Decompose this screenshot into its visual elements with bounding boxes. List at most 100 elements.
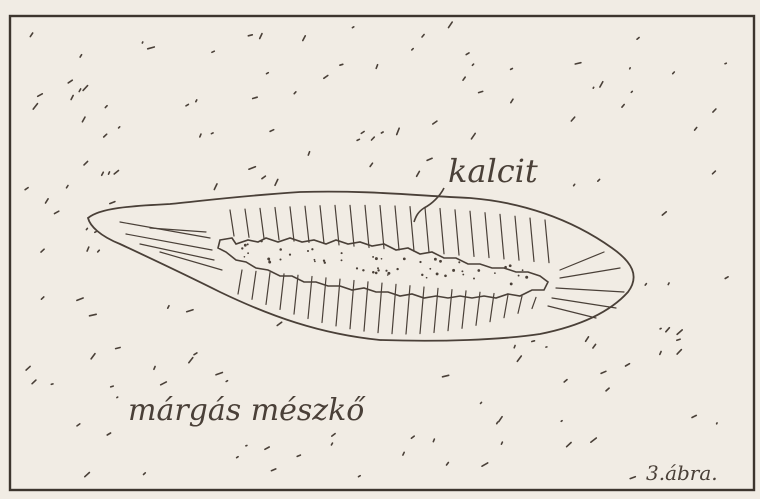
- limestone-speck: [532, 341, 535, 342]
- core-dot: [518, 275, 520, 277]
- limestone-speck: [154, 367, 155, 370]
- limestone-speck: [248, 35, 252, 36]
- core-dot: [268, 261, 271, 264]
- limestone-speck: [645, 284, 646, 286]
- limestone-speck: [357, 139, 359, 140]
- core-dot: [429, 268, 431, 270]
- core-dot: [362, 269, 364, 271]
- core-dot: [458, 261, 460, 263]
- limestone-speck: [412, 49, 413, 50]
- core-dot: [341, 252, 343, 254]
- limestone-speck: [119, 127, 120, 128]
- core-dot: [247, 243, 249, 245]
- core-dot: [244, 256, 246, 258]
- core-dot: [323, 260, 325, 262]
- core-dot: [434, 258, 437, 261]
- core-dot: [372, 271, 375, 274]
- limestone-speck: [196, 100, 197, 102]
- limestone-speck: [86, 228, 87, 229]
- limestone-speck: [111, 386, 114, 387]
- limestone-speck: [497, 422, 498, 424]
- core-dot: [444, 274, 447, 277]
- core-dot: [307, 250, 309, 252]
- limestone-speck: [514, 346, 515, 348]
- core-dot: [247, 252, 249, 254]
- core-dot: [289, 254, 291, 256]
- limestone-speck: [331, 443, 332, 445]
- limestone-speck: [340, 64, 343, 65]
- core-dot: [279, 248, 282, 251]
- limestone-speck: [660, 328, 661, 329]
- core-dot: [314, 259, 316, 261]
- core-dot: [314, 261, 316, 263]
- limestone-speck: [717, 423, 718, 424]
- core-dot: [509, 264, 512, 267]
- limestone-speck: [352, 27, 353, 28]
- limestone-speck: [561, 421, 562, 422]
- core-dot: [375, 272, 378, 275]
- core-dot: [504, 266, 507, 269]
- limestone-speck: [574, 184, 575, 185]
- core-dot: [356, 267, 358, 269]
- limestone-speck: [511, 69, 513, 70]
- core-dot: [473, 278, 475, 280]
- core-dot: [260, 240, 262, 242]
- limestone-speck: [116, 348, 121, 349]
- kalcit-label: kalcit: [448, 152, 538, 190]
- limestone-speck: [211, 133, 213, 134]
- core-dot: [385, 270, 387, 272]
- core-dot: [436, 272, 439, 275]
- limestone-speck: [433, 439, 434, 442]
- core-dot: [419, 261, 421, 263]
- core-dot: [341, 259, 343, 261]
- core-dot: [387, 274, 389, 276]
- core-dot: [377, 267, 379, 269]
- limestone-speck: [142, 42, 143, 43]
- limestone-speck: [212, 51, 214, 52]
- limestone-speck: [267, 73, 269, 74]
- core-dot: [244, 244, 247, 247]
- core-dot: [381, 258, 383, 260]
- core-dot: [426, 277, 428, 279]
- limestone-speck: [677, 339, 680, 340]
- core-dot: [452, 269, 455, 272]
- core-dot: [241, 247, 243, 249]
- limestone-speck: [481, 402, 482, 403]
- core-dot: [279, 258, 281, 260]
- core-dot: [267, 257, 270, 260]
- limestone-speck: [237, 457, 239, 458]
- limestone-speck: [117, 397, 118, 398]
- limestone-speck: [593, 87, 594, 88]
- core-dot: [510, 282, 513, 285]
- limestone-speck: [725, 63, 726, 64]
- limestone-speck: [472, 64, 473, 65]
- rock-name-label: márgás mészkő: [128, 393, 366, 428]
- core-dot: [375, 257, 378, 260]
- core-dot: [494, 272, 496, 274]
- core-dot: [396, 268, 398, 270]
- core-dot: [311, 248, 313, 250]
- limestone-speck: [381, 132, 383, 133]
- core-dot: [522, 269, 524, 271]
- limestone-speck: [359, 476, 361, 477]
- limestone-speck: [668, 283, 669, 285]
- core-dot: [372, 256, 374, 258]
- limestone-speck: [200, 134, 201, 137]
- core-dot: [461, 270, 463, 272]
- core-dot: [377, 269, 379, 271]
- limestone-speck: [95, 232, 96, 233]
- core-dot: [439, 260, 442, 263]
- limestone-speck: [631, 91, 632, 92]
- limestone-speck: [630, 68, 631, 69]
- core-dot: [462, 274, 464, 276]
- core-dot: [477, 269, 480, 272]
- core-dot: [525, 276, 528, 279]
- core-dot: [421, 274, 423, 276]
- figure-caption: 3.ábra.: [646, 461, 718, 485]
- limestone-speck: [501, 442, 502, 444]
- limestone-speck: [109, 172, 110, 174]
- limestone-speck: [226, 381, 227, 382]
